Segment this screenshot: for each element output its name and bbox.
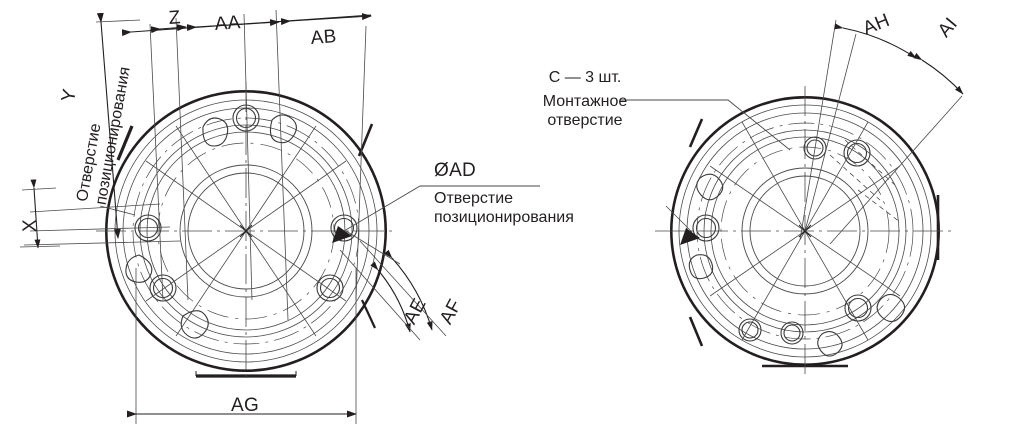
dimension-label-ab: AB bbox=[310, 26, 338, 49]
right-flange-geometry bbox=[620, 19, 964, 378]
left-flange-geometry bbox=[19, 9, 540, 424]
note-mounting-hole-count: С — 3 шт. bbox=[548, 69, 622, 86]
note-diameter-ad: ØAD bbox=[434, 160, 477, 181]
dimension-label-x: X bbox=[20, 219, 41, 232]
dimension-label-ag: AG bbox=[231, 395, 260, 416]
note-mounting-hole: Монтажное отверстие bbox=[542, 93, 628, 129]
dimension-label-z: Z bbox=[168, 7, 182, 29]
note-positioning-hole: Отверстие позиционирования bbox=[434, 190, 574, 226]
dimension-label-aa: AA bbox=[214, 12, 242, 35]
